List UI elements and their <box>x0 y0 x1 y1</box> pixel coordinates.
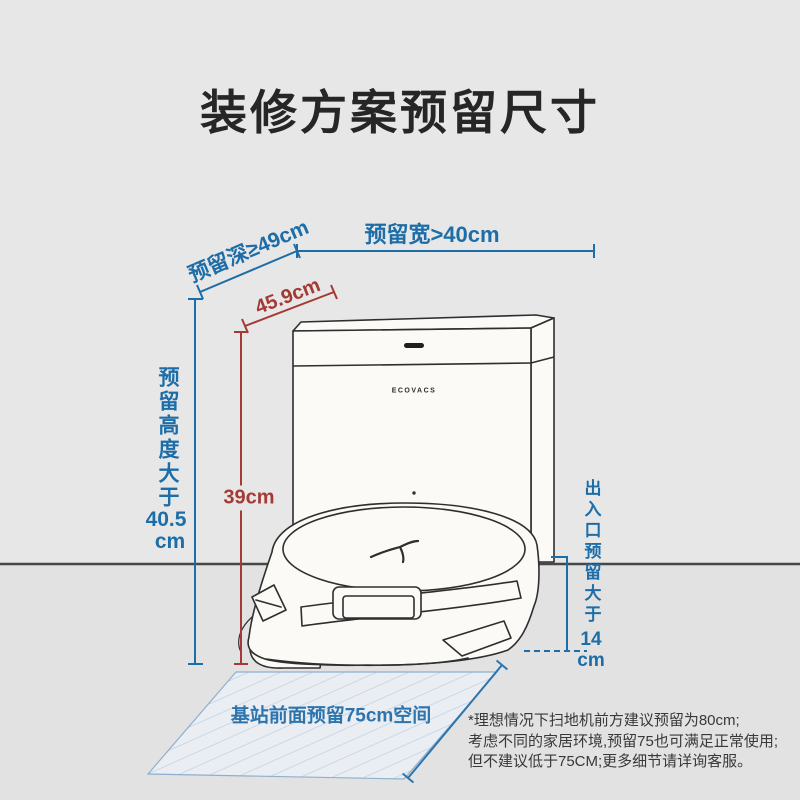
entrance-dimension-label: 出入口预留大于 <box>581 479 601 626</box>
footnote-line-2: 考虑不同的家居环境,预留75也可满足正常使用; <box>468 732 779 750</box>
front-space-dimension-line <box>401 659 509 784</box>
robot-logo-mark <box>369 539 420 564</box>
footnote-line-1: *理想情况下扫地机前方建议预留为80cm; <box>468 712 740 729</box>
height-dimension-line <box>188 298 203 665</box>
ramp-front-lip <box>265 657 469 667</box>
height-dimension-label: 预留高度大于 <box>156 366 179 510</box>
footnote: *理想情况下扫地机前方建议预留为80cm; 考虑不同的家居环境,预留75也可满足… <box>468 711 800 773</box>
reserved-floor-area <box>146 671 499 780</box>
height-dimension-unit: cm <box>154 530 186 553</box>
robot-vacuum <box>238 502 540 669</box>
depth-dimension-line <box>196 243 301 300</box>
width-dimension-label: 预留宽>40cm <box>364 222 500 247</box>
dock-side-face <box>530 317 555 563</box>
ramp-right-wing <box>442 620 512 657</box>
page-title: 装修方案预留尺寸 <box>200 86 600 139</box>
dock-station <box>292 314 555 563</box>
robot-front-module-inner <box>342 595 415 619</box>
dock-handle <box>404 343 424 348</box>
height-dimension-value: 40.5 <box>145 508 187 531</box>
brand-logo: ECOVACS <box>391 387 437 395</box>
entrance-dimension-unit: cm <box>577 650 605 671</box>
entrance-dimension-bracket <box>524 556 587 652</box>
station-width-dimension-line <box>241 284 338 334</box>
footnote-line-3: 但不建议低于75CM;更多细节请详询客服。 <box>468 753 753 770</box>
entrance-dimension-value: 14 <box>580 629 602 650</box>
front-space-label: 基站前面预留75cm空间 <box>230 705 432 727</box>
dock-height-dimension-label: 39cm <box>219 485 279 511</box>
dock-indicator-dot <box>412 491 416 495</box>
robot-body <box>247 502 540 667</box>
